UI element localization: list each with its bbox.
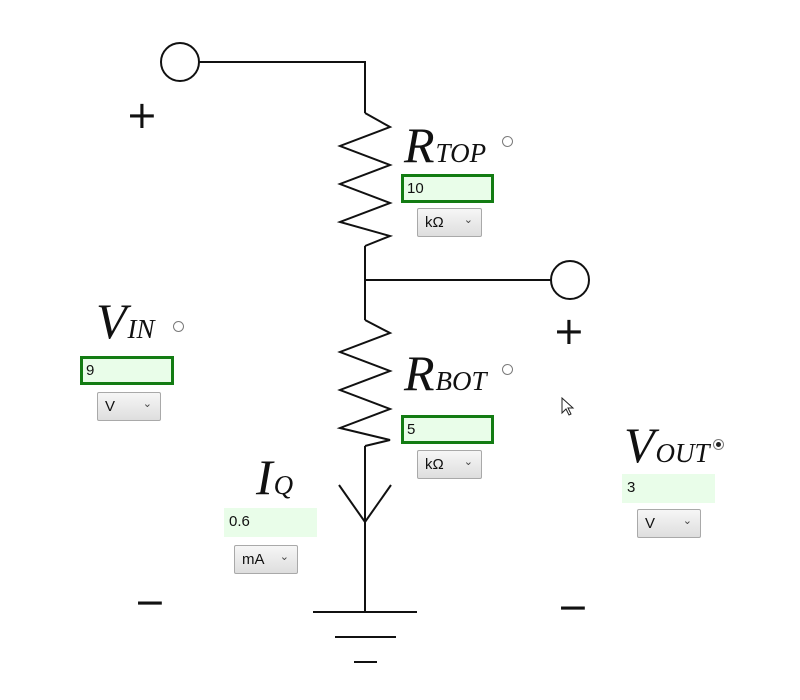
vin-solve-radio[interactable] — [173, 321, 184, 332]
rtop-unit-select[interactable]: kΩ⌄ — [417, 208, 482, 237]
rbot-value-input[interactable]: 5 — [401, 415, 494, 444]
chevron-down-icon: ⌄ — [279, 551, 289, 563]
chevron-down-icon: ⌄ — [463, 456, 473, 468]
vout-minus-sign: − — [557, 585, 589, 629]
vin-label: VIN — [96, 293, 155, 349]
vout-terminal — [550, 260, 590, 300]
vin-unit-select[interactable]: V⌄ — [97, 392, 161, 421]
rbot-unit-select[interactable]: kΩ⌄ — [417, 450, 482, 479]
rtop-label: RTOP — [404, 117, 487, 173]
vin-plus-sign: + — [126, 93, 158, 137]
vout-plus-sign: + — [553, 309, 585, 353]
vin-value-input[interactable]: 9 — [80, 356, 174, 385]
ground-symbol — [313, 611, 417, 663]
vout-label: VOUT — [624, 417, 710, 473]
vout-solve-radio[interactable] — [713, 439, 724, 450]
rtop-resistor — [336, 112, 394, 247]
iq-arrow — [338, 484, 392, 524]
vin-terminal — [160, 42, 200, 82]
chevron-down-icon: ⌄ — [142, 398, 152, 410]
top-wire — [199, 61, 366, 113]
vin-minus-sign: − — [134, 580, 166, 624]
chevron-down-icon: ⌄ — [682, 515, 692, 527]
mouse-pointer-icon — [561, 397, 575, 416]
rtop-solve-radio[interactable] — [502, 136, 513, 147]
chevron-down-icon: ⌄ — [463, 214, 473, 226]
vout-value-output: 3 — [622, 474, 715, 503]
rbot-label: RBOT — [404, 345, 487, 401]
iq-unit-select[interactable]: mA⌄ — [234, 545, 298, 574]
rtop-value-input[interactable]: 10 — [401, 174, 494, 203]
iq-value-output: 0.6 — [224, 508, 317, 537]
rbot-resistor — [336, 319, 393, 447]
vout-unit-select[interactable]: V⌄ — [637, 509, 701, 538]
rbot-solve-radio[interactable] — [502, 364, 513, 375]
iq-label: IQ — [256, 449, 294, 505]
